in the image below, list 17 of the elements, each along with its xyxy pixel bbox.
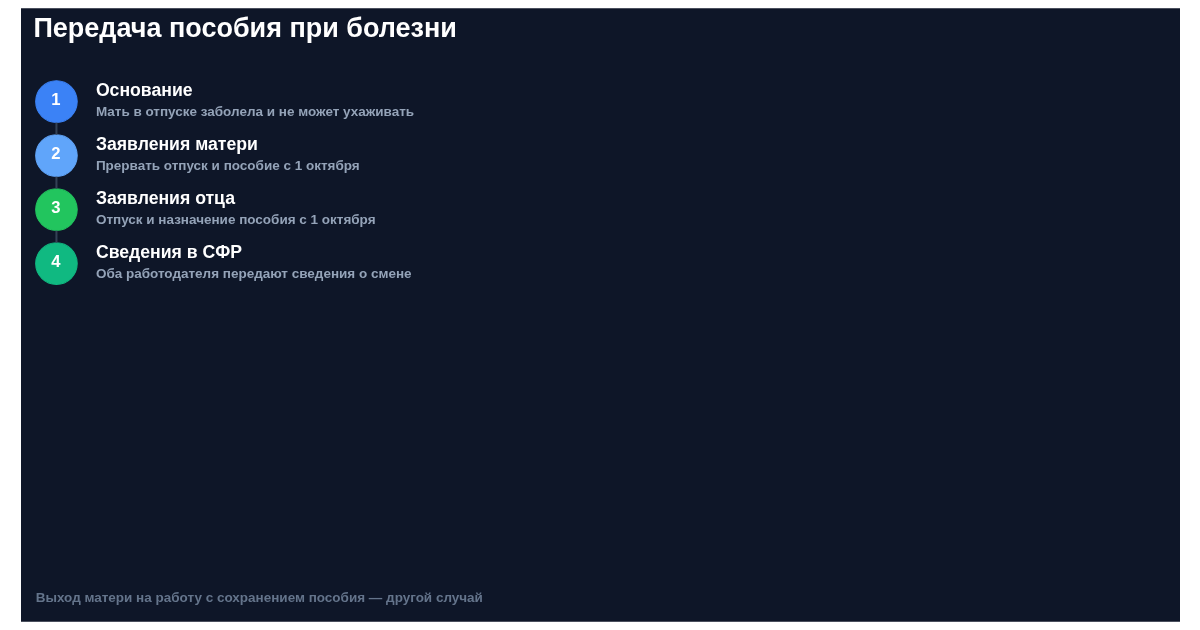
label: Выход матери на работу с сохранением пособия — другой случай xyxy=(35,589,483,605)
node-label: Отпуск и назначение пособия с 1 октября xyxy=(95,211,376,227)
node-label: Заявления матери xyxy=(95,134,258,154)
node-label: Основание xyxy=(95,80,193,100)
node-label: Заявления отца xyxy=(95,187,235,208)
node-circle: 4 xyxy=(34,242,78,285)
node-circle: 1 xyxy=(34,80,78,123)
node-circle: 3 xyxy=(34,188,78,231)
node-label: Мать в отпуске заболела и не может ухаживать xyxy=(95,103,414,119)
connector xyxy=(54,230,57,243)
node-label: Прервать отпуск и пособие с 1 октября xyxy=(95,157,360,173)
diagram-title: Передача пособия при болезни xyxy=(32,13,457,44)
connector xyxy=(54,176,57,189)
node-circle: 2 xyxy=(34,134,78,177)
connector xyxy=(54,122,57,135)
node-label: Оба работодателя передают сведения о смене xyxy=(95,265,412,281)
node-label: Сведения в СФР xyxy=(95,241,242,262)
